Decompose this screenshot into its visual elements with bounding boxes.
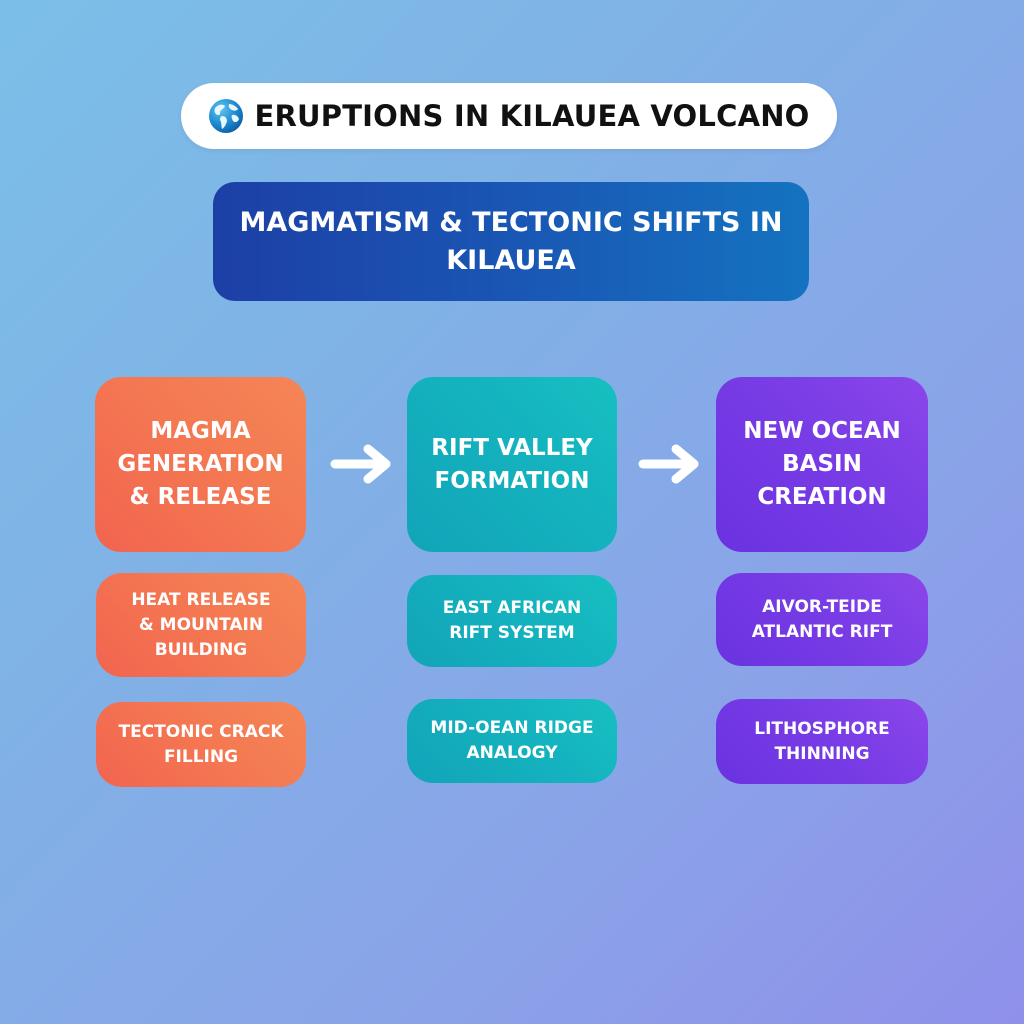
- detail-card-east-african-rift: EAST AFRICAN RIFT SYSTEM: [407, 575, 617, 667]
- arrow-right-icon: [330, 444, 391, 484]
- detail-label: EAST AFRICAN RIFT SYSTEM: [442, 598, 582, 643]
- detail-label: HEAT RELEASE & MOUNTAIN BUILDING: [131, 589, 271, 660]
- stage-label: NEW OCEAN BASIN CREATION: [743, 418, 901, 510]
- arrow-right-icon: [638, 444, 699, 484]
- detail-label: AIVOR-TEIDE ATLANTIC RIFT: [751, 596, 893, 642]
- page-title: ERUPTIONS IN KILAUEA VOLCANO: [254, 99, 810, 133]
- subtitle-text: MAGMATISM & TECTONIC SHIFTS IN KILAUEA: [239, 206, 783, 276]
- stage-label: RIFT VALLEY FORMATION: [431, 434, 593, 494]
- detail-card-heat-release: HEAT RELEASE & MOUNTAIN BUILDING: [96, 573, 306, 677]
- stage-card-new-ocean-basin: NEW OCEAN BASIN CREATION: [716, 377, 928, 552]
- detail-card-mid-ocean-ridge: MID-OEAN RIDGE ANALOGY: [407, 699, 617, 783]
- detail-label: TECTONIC CRACK FILLING: [118, 721, 284, 767]
- globe-icon: [209, 99, 244, 133]
- detail-card-tectonic-crack: TECTONIC CRACK FILLING: [96, 702, 306, 787]
- stage-card-magma-generation: MAGMA GENERATION & RELEASE: [95, 377, 306, 552]
- stage-card-rift-valley: RIFT VALLEY FORMATION: [407, 377, 617, 552]
- detail-card-lithosphore-thinning: LITHOSPHORE THINNING: [716, 699, 928, 784]
- detail-card-atlantic-rift: AIVOR-TEIDE ATLANTIC RIFT: [716, 573, 928, 666]
- detail-label: MID-OEAN RIDGE ANALOGY: [430, 718, 594, 763]
- title-banner: ERUPTIONS IN KILAUEA VOLCANO: [181, 83, 837, 149]
- stage-label: MAGMA GENERATION & RELEASE: [117, 418, 284, 510]
- subtitle-banner: MAGMATISM & TECTONIC SHIFTS IN KILAUEA: [213, 182, 809, 301]
- detail-label: LITHOSPHORE THINNING: [754, 718, 890, 764]
